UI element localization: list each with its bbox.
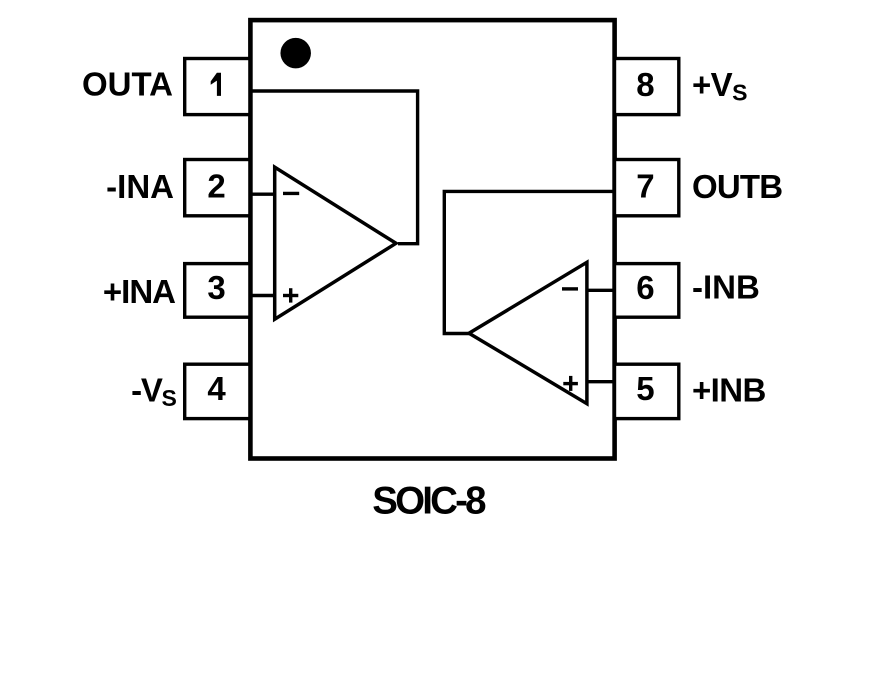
svg-text:7: 7	[636, 168, 654, 205]
svg-text:-INA: -INA	[106, 168, 174, 205]
svg-text:-INB: -INB	[692, 269, 760, 306]
svg-text:SOIC-8: SOIC-8	[372, 480, 486, 523]
svg-text:5: 5	[636, 370, 654, 407]
svg-text:+VS: +VS	[692, 66, 747, 106]
svg-text:2: 2	[207, 168, 225, 205]
svg-text:+INA: +INA	[103, 273, 175, 310]
svg-text:3: 3	[207, 269, 225, 306]
svg-text:+INB: +INB	[692, 372, 766, 409]
svg-text:4: 4	[207, 370, 226, 407]
svg-text:-VS: -VS	[131, 372, 176, 412]
svg-text:OUTB: OUTB	[692, 168, 782, 205]
svg-text:OUTA: OUTA	[82, 66, 173, 103]
svg-text:8: 8	[636, 66, 654, 103]
svg-text:6: 6	[636, 269, 654, 306]
